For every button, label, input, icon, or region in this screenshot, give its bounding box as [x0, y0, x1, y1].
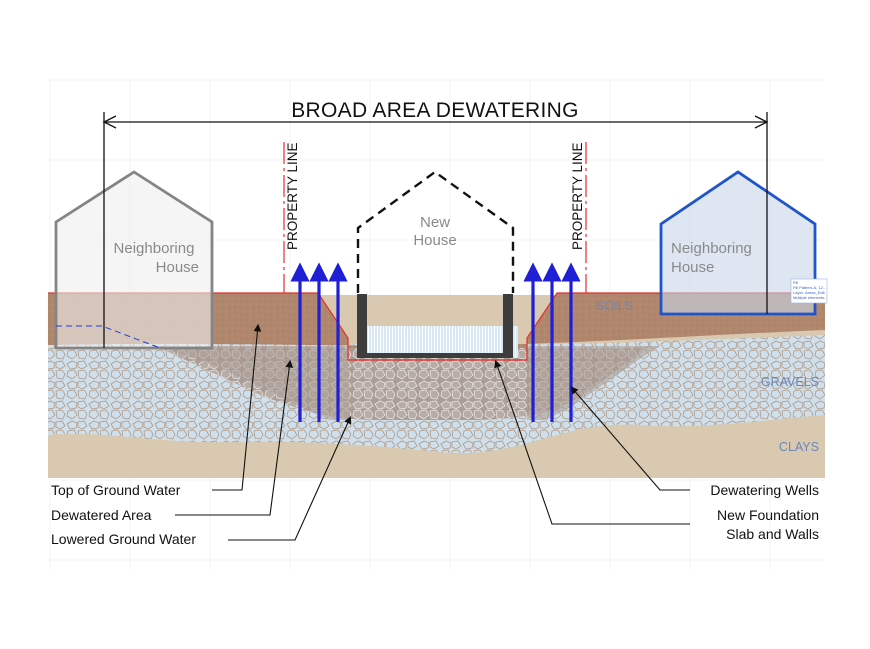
top-of-ground-water-line — [56, 325, 161, 349]
foundation-wall-left — [357, 294, 367, 358]
callout-top-of-ground-water: Top of Ground Water — [51, 482, 181, 498]
foundation-slab — [357, 353, 513, 358]
tooltip-line-3: Layer: Areas_Edit — [793, 290, 825, 295]
excavation-void — [358, 326, 518, 358]
neighbor-house-left — [54, 170, 214, 350]
tooltip-line-4: Multiple elements... — [793, 295, 827, 300]
tooltip-line-1: Fill — [793, 280, 798, 285]
clays-label: CLAYS — [779, 440, 819, 454]
callout-dewatered-area: Dewatered Area — [51, 507, 152, 523]
new-house-outline — [356, 170, 515, 293]
soil-layer — [48, 293, 825, 360]
neighbor-house-right — [659, 170, 817, 316]
callout-dewatering-wells: Dewatering Wells — [710, 482, 819, 498]
callout-lowered-ground-water: Lowered Ground Water — [51, 531, 196, 547]
callout-new-foundation-2: Slab and Walls — [726, 526, 819, 542]
neighbor-left-label-2: House — [156, 259, 199, 276]
gravels-label: GRAVELS — [761, 375, 819, 389]
neighbor-right-label-1: Neighboring — [671, 240, 752, 257]
broad-area-dimension — [102, 112, 769, 348]
dewatering-wells-right — [523, 262, 581, 422]
dewatering-wells-left — [290, 262, 348, 422]
property-line-label-left: PROPERTY LINE — [285, 142, 300, 250]
new-house-label-1: New — [420, 214, 450, 231]
property-line-label-right: PROPERTY LINE — [570, 142, 585, 250]
neighbor-right-label-2: House — [671, 259, 714, 276]
callout-leaders — [175, 323, 690, 541]
diagram-title: BROAD AREA DEWATERING — [291, 99, 579, 122]
selection-tooltip[interactable]: Fill Fill Pattern-A, 12... Layer: Areas_… — [790, 278, 827, 304]
callout-new-foundation-1: New Foundation — [717, 507, 819, 523]
new-house-label-2: House — [413, 232, 456, 249]
dewatered-soil-wedge-right — [527, 346, 660, 420]
foundation-wall-right — [503, 294, 513, 358]
soils-label: SOILS — [596, 299, 633, 313]
neighbor-left-label-1: Neighboring — [114, 240, 195, 257]
tooltip-line-2: Fill Pattern-A, 12... — [793, 285, 826, 290]
